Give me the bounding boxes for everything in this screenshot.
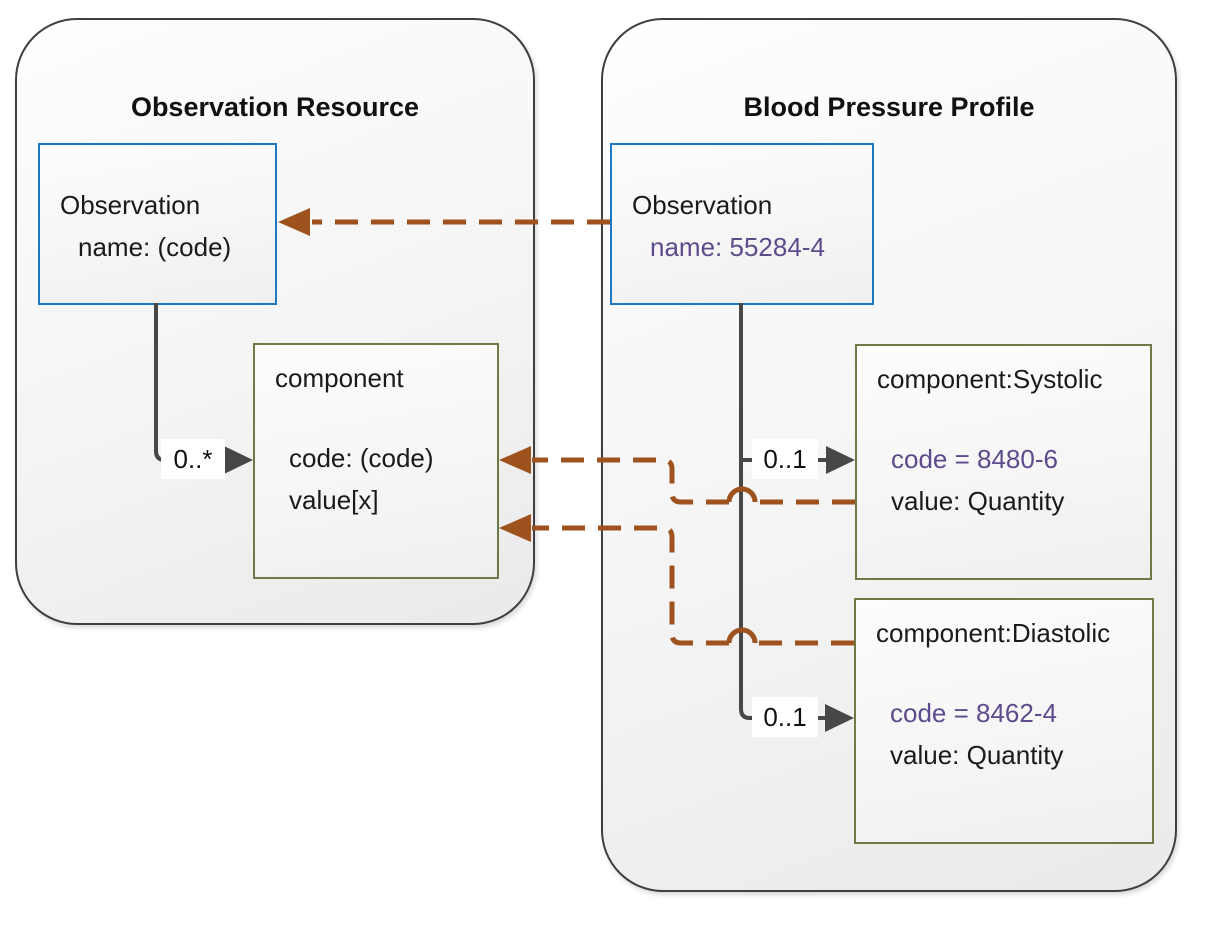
component-box: component code: (code) value[x]: [253, 343, 499, 579]
component-diastolic-title: component:Diastolic: [876, 618, 1111, 648]
observation-box-left-name: Observation: [60, 190, 201, 220]
observation-box-left-attr: name: (code): [78, 232, 232, 262]
component-systolic-title: component:Systolic: [877, 364, 1103, 394]
observation-box-right: Observation name: 55284-4: [610, 143, 874, 305]
component-diastolic-value: value: Quantity: [890, 740, 1064, 770]
multiplicity-label-diastolic: 0..1: [752, 697, 818, 737]
multiplicity-label-component: 0..*: [161, 439, 225, 479]
component-systolic-box: component:Systolic code = 8480-6 value: …: [855, 344, 1152, 580]
component-diastolic-box: component:Diastolic code = 8462-4 value:…: [854, 598, 1154, 844]
component-systolic-code: code = 8480-6: [891, 444, 1058, 474]
component-box-value-attr: value[x]: [289, 485, 379, 515]
observation-box-right-name: Observation: [632, 190, 773, 220]
observation-box-right-fixed-name: name: 55284-4: [650, 232, 825, 262]
component-diastolic-code: code = 8462-4: [890, 698, 1057, 728]
component-box-code-attr: code: (code): [289, 443, 434, 473]
component-box-title: component: [275, 363, 404, 393]
component-systolic-value: value: Quantity: [891, 486, 1065, 516]
multiplicity-label-systolic: 0..1: [752, 439, 818, 479]
observation-resource-title: Observation Resource: [130, 92, 420, 122]
observation-box-left: Observation name: (code): [38, 143, 277, 305]
blood-pressure-profile-title: Blood Pressure Profile: [743, 92, 1035, 122]
